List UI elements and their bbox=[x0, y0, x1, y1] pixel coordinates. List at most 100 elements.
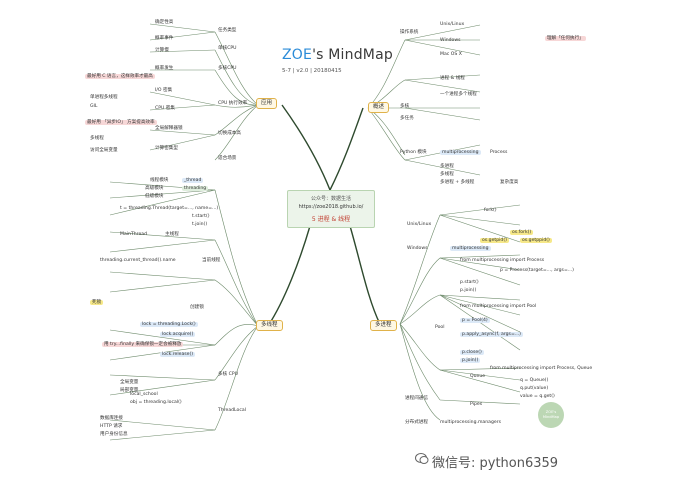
node: 进程间通信 bbox=[405, 396, 428, 401]
chip-try-finally: 用 try...finally 来确保锁一定会被释放 bbox=[102, 342, 184, 347]
node: Windows bbox=[407, 246, 428, 251]
node: 复杂度高 bbox=[500, 180, 519, 185]
node: 全局变量 bbox=[120, 380, 139, 385]
node: 多进程 bbox=[440, 164, 454, 169]
node: 多任务 bbox=[400, 116, 414, 121]
title-prefix: ZOE bbox=[282, 47, 313, 63]
branch-concept: 概述 bbox=[368, 102, 390, 113]
code-start: t.start() bbox=[192, 214, 210, 219]
node: 进程 & 线程 bbox=[440, 76, 465, 81]
code-import-queue: from multiprocessing import Process, Que… bbox=[490, 366, 593, 371]
node-label: 多核CPU bbox=[218, 66, 237, 71]
node: HTTP 请求 bbox=[100, 424, 123, 429]
node: Windows bbox=[440, 38, 461, 43]
chip-threading: threading bbox=[182, 186, 209, 191]
center-topic-title: 5 进程 & 线程 bbox=[311, 216, 351, 223]
branch-multiprocess: 多进程 bbox=[370, 320, 397, 331]
node: 当前线程 bbox=[202, 258, 221, 263]
code-pool-close: p.close() bbox=[460, 350, 484, 355]
code-thread-create: t = threading.Thread(target=..., name=..… bbox=[120, 206, 219, 211]
code-p-join: p.join() bbox=[460, 288, 477, 293]
node: Python 模块 bbox=[400, 150, 427, 155]
node-label: 适合场景 bbox=[218, 156, 237, 161]
node: 多核 bbox=[400, 104, 410, 109]
wechat-icon bbox=[415, 453, 429, 464]
code-process-create: p = Process(target=..., args=...) bbox=[500, 268, 574, 273]
branch-multithread: 多线程 bbox=[256, 320, 283, 331]
node: 线程模块 bbox=[150, 178, 169, 183]
node: 多进程 + 多线程 bbox=[440, 180, 475, 185]
center-url: https://zoe2018.github.io/ bbox=[298, 204, 364, 210]
chip-multiprocessing: multiprocessing bbox=[450, 246, 491, 251]
code-current-thread: threading.current_thread().name bbox=[100, 258, 176, 263]
code-pool-join: p.join() bbox=[460, 358, 481, 363]
branch-applied: 应用 bbox=[256, 98, 278, 109]
chip-multiprocessing: multiprocessing bbox=[440, 150, 481, 155]
chip-understand-task: 理解「任何执行」 bbox=[545, 36, 586, 41]
node: Pool bbox=[435, 325, 445, 330]
highlight-async-io: 最好用 「异步IO」 方案提高效率 bbox=[85, 120, 157, 125]
node: GIL bbox=[90, 104, 98, 109]
node: 多核 CPU bbox=[218, 372, 238, 377]
code-os-getppid: os.getppid() bbox=[520, 238, 552, 243]
node: multiprocessing.managers bbox=[440, 420, 501, 425]
node: Process bbox=[490, 150, 508, 155]
code-lock-release: lock.release() bbox=[160, 352, 196, 357]
node: 一个进程多个线程 bbox=[440, 92, 477, 97]
chip-deadlock: 死锁 bbox=[90, 300, 104, 305]
node: 多线程 bbox=[90, 136, 104, 141]
node: 访问全局变量 bbox=[90, 148, 118, 153]
code-queue-create: q = Queue() bbox=[520, 378, 549, 383]
code-apply-async: p.apply_async(f, args=...) bbox=[460, 332, 523, 337]
node: Unix/Linux bbox=[440, 22, 465, 27]
node: 计算慢 bbox=[155, 48, 169, 53]
node: 概率发生 bbox=[155, 66, 174, 71]
badge-line1: ZOE's bbox=[545, 410, 557, 414]
code-import-pool: from multiprocessing import Pool bbox=[460, 304, 537, 309]
node: MainThread bbox=[120, 232, 148, 237]
version-line: 5-7 | v2.0 | 20180415 bbox=[282, 68, 342, 74]
node-label: 单核CPU bbox=[218, 46, 237, 51]
node: Unix/Linux bbox=[407, 222, 432, 227]
node: local_school bbox=[130, 392, 158, 397]
node: 单进程多线程 bbox=[90, 95, 118, 100]
node: 局部变量 bbox=[120, 388, 139, 393]
node: 高级模块 bbox=[145, 186, 164, 191]
node: fork() bbox=[484, 208, 497, 213]
node: 用户身份信息 bbox=[100, 432, 128, 437]
node: 创建锁 bbox=[190, 305, 204, 310]
node: Pipes bbox=[470, 402, 483, 407]
node: 确定性高 bbox=[155, 20, 174, 25]
badge-line2: MindMap bbox=[542, 414, 560, 419]
node: 低级模块 bbox=[145, 194, 164, 199]
center-author: 公众号：数据生活 bbox=[310, 196, 351, 202]
title-suffix: 's MindMap bbox=[312, 47, 393, 63]
code-os-fork: os.fork() bbox=[510, 230, 534, 235]
node-label: 任务类型 bbox=[218, 28, 237, 33]
node: 数据库连接 bbox=[100, 416, 123, 421]
code-threadlocal: obj = threading.local() bbox=[130, 400, 182, 405]
code-queue-put: q.put(value) bbox=[520, 386, 549, 391]
code-pool-create: p = Pool(4) bbox=[460, 318, 490, 323]
node: Mac OS X bbox=[440, 52, 462, 57]
node: CPU 密集 bbox=[155, 106, 175, 111]
code-os-getpid: os.getpid() bbox=[480, 238, 509, 243]
node-label: CPU 执行效率 bbox=[218, 101, 248, 106]
zoe-mindmap-logo: ZOE's MindMap bbox=[538, 402, 564, 428]
node: 操作系统 bbox=[400, 30, 419, 35]
node: Queue bbox=[470, 374, 486, 379]
node: ThreadLocal bbox=[218, 408, 246, 413]
code-lock-create: lock = threading.Lock() bbox=[140, 322, 198, 327]
node: I/O 密集 bbox=[155, 88, 173, 93]
wechat-watermark: 微信号: python6359 bbox=[432, 456, 559, 471]
code-join: t.join() bbox=[192, 222, 208, 227]
node: 全局解释器锁 bbox=[155, 126, 183, 131]
code-queue-get: value = q.get() bbox=[520, 394, 555, 399]
chip-thread-low: _thread bbox=[182, 178, 204, 183]
code-lock-acquire: lock.acquire() bbox=[160, 332, 196, 337]
node-label: 切换成本高 bbox=[218, 131, 241, 136]
node: 多线程 bbox=[440, 172, 454, 177]
node: 概率事件 bbox=[155, 36, 174, 41]
highlight-c-efficiency: 最好用 C 语言，这样效率才最高 bbox=[85, 74, 155, 79]
node: 主线程 bbox=[165, 232, 179, 237]
